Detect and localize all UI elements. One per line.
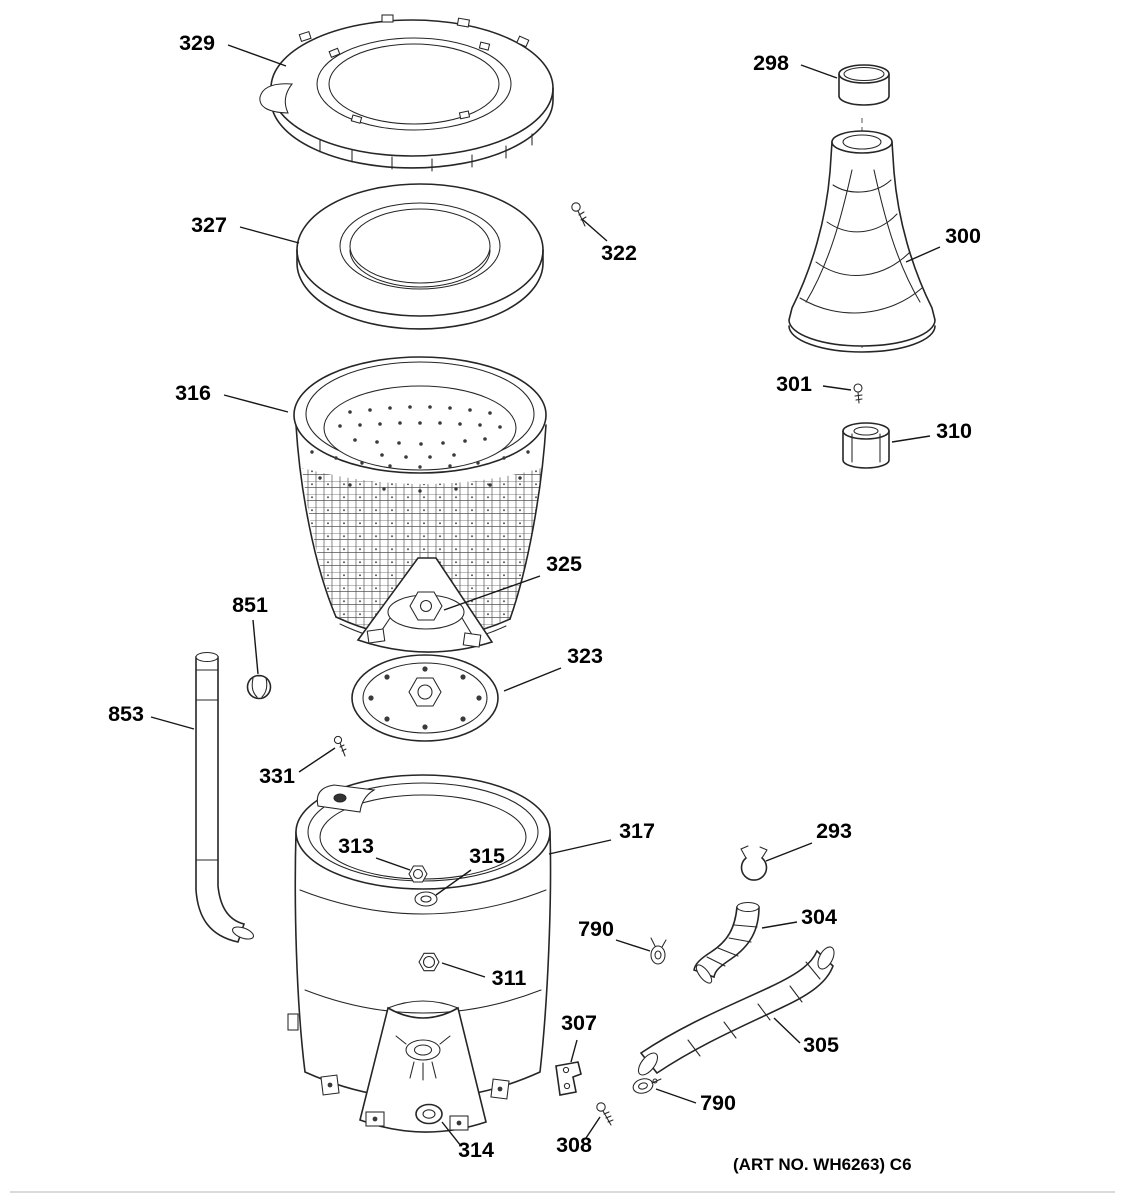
leader-line-317 [548, 839, 612, 855]
callout-label-314: 314 [458, 1138, 494, 1162]
part-853-hose-drawing [195, 651, 255, 943]
part-329-tub-cover-drawing [259, 14, 554, 172]
leader-line-300 [905, 246, 941, 263]
part-323-drive-plate-drawing [351, 654, 499, 742]
tub-drain-hub [395, 1035, 451, 1081]
callout-label-323: 323 [567, 644, 603, 668]
leader-line-329 [227, 44, 287, 67]
callout-label-851: 851 [232, 593, 268, 617]
leader-line-851 [252, 619, 259, 675]
part-311-nut-drawing [418, 952, 440, 972]
basket-perforations [310, 405, 530, 493]
leader-line-322 [581, 218, 608, 242]
art-number: (ART NO. WH6263) C6 [733, 1155, 912, 1174]
callout-label-317: 317 [619, 819, 655, 843]
part-308-screw-drawing [596, 1102, 614, 1126]
callout-label-311: 311 [492, 966, 527, 990]
leader-line-853 [150, 716, 195, 730]
leader-line-790 [655, 1088, 697, 1104]
part-851-clip-drawing [246, 674, 272, 700]
callout-label-305: 305 [803, 1033, 839, 1057]
callout-label-308: 308 [556, 1133, 592, 1157]
leader-line-307 [570, 1039, 578, 1063]
leader-line-293 [765, 842, 813, 862]
callout-label-790: 790 [578, 917, 614, 941]
part-301-screw-drawing [853, 383, 863, 404]
callout-label-300: 300 [945, 224, 981, 248]
leader-line-298 [800, 64, 838, 79]
leader-line-314 [441, 1121, 462, 1147]
part-304-tube-drawing [693, 901, 760, 984]
part-310-coupling-drawing [842, 422, 890, 469]
leader-line-308 [585, 1116, 601, 1139]
leader-line-311 [441, 962, 486, 978]
callout-label-304: 304 [801, 905, 837, 929]
part-313-nut-drawing [408, 865, 428, 883]
part-327-balance-ring-drawing [296, 183, 544, 330]
part-322-screw-drawing [571, 202, 587, 227]
callout-label-853: 853 [108, 702, 144, 726]
leader-line-313 [375, 857, 411, 871]
callout-label-325: 325 [546, 552, 582, 576]
leader-line-301 [822, 385, 852, 391]
part-316-wash-basket-drawing [293, 356, 547, 653]
leader-line-331 [298, 747, 336, 773]
leader-line-315 [435, 869, 472, 896]
part-325-hub-drawing [377, 591, 475, 639]
callout-label-293: 293 [816, 819, 852, 843]
leader-line-323 [503, 667, 562, 692]
callout-label-313: 313 [338, 834, 374, 858]
leader-line-304 [761, 921, 798, 929]
part-790-clip-lower-drawing [632, 1078, 662, 1094]
part-305-drain-hose-drawing [637, 946, 835, 1076]
callout-label-331: 331 [259, 764, 295, 788]
callout-layer: 329 327 322 316 298 300 301 310 325 323 851 853 331 3… [108, 31, 981, 1162]
leader-line-327 [239, 226, 300, 244]
part-317-outer-tub-drawing [287, 774, 552, 1133]
part-314-plug-drawing [415, 1103, 443, 1125]
leader-line-316 [223, 394, 289, 413]
callout-label-790: 790 [700, 1091, 736, 1115]
part-790-clip-upper-drawing [650, 937, 667, 965]
part-293-clamp-drawing [740, 845, 768, 881]
leader-line-310 [891, 435, 931, 443]
leader-line-790 [615, 939, 651, 952]
callout-label-310: 310 [936, 419, 972, 443]
leader-line-305 [773, 1017, 801, 1044]
callout-label-327: 327 [191, 213, 227, 237]
callout-label-307: 307 [561, 1011, 597, 1035]
callout-label-298: 298 [753, 51, 789, 75]
callout-label-322: 322 [601, 241, 637, 265]
leader-line-325 [443, 575, 541, 611]
callout-label-329: 329 [179, 31, 215, 55]
part-298-cap-drawing [838, 64, 890, 106]
callout-label-301: 301 [776, 372, 812, 396]
callout-label-315: 315 [469, 844, 505, 868]
part-300-agitator-drawing [788, 118, 936, 353]
part-307-bracket-drawing [555, 1061, 582, 1096]
part-331-screw-drawing [333, 735, 347, 757]
callout-label-316: 316 [175, 381, 211, 405]
part-315-washer-drawing [414, 891, 438, 907]
